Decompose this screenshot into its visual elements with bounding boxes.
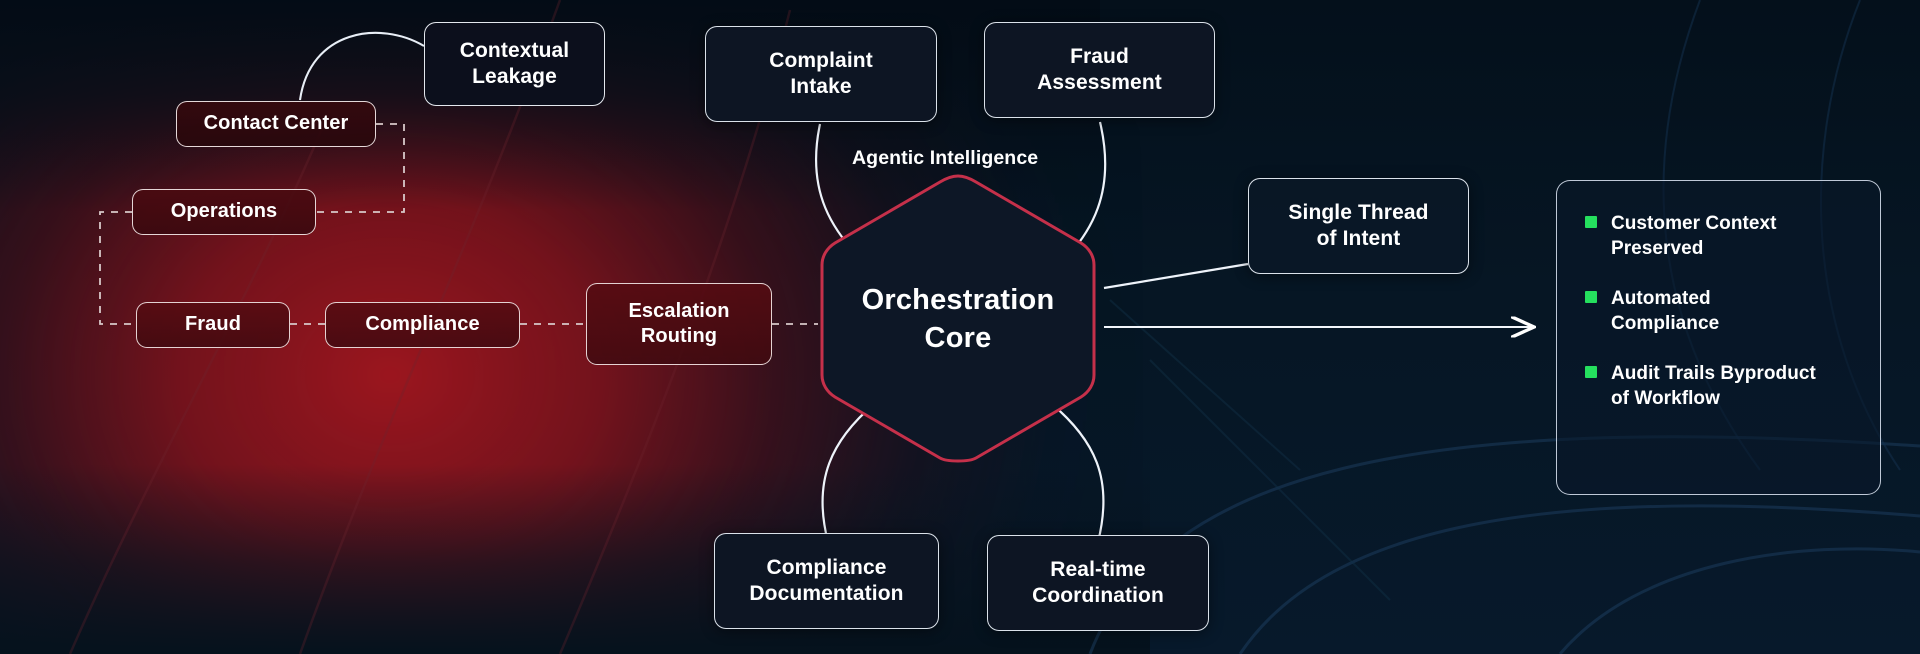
node-escalation-routing[interactable]: Escalation Routing <box>586 283 772 365</box>
outcomes-panel[interactable]: Customer Context Preserved Automated Com… <box>1556 180 1881 495</box>
outcome-line2: Compliance <box>1611 313 1720 335</box>
node-label: Compliance <box>365 313 480 336</box>
node-fraud[interactable]: Fraud <box>136 302 290 348</box>
node-label-line1: Complaint <box>769 48 873 72</box>
node-contact-center[interactable]: Contact Center <box>176 101 376 147</box>
node-label-line1: Escalation <box>628 299 730 322</box>
node-label-line2: Assessment <box>1037 71 1162 94</box>
node-label-line2: of Intent <box>1316 227 1401 250</box>
node-label-line2: Coordination <box>1032 584 1164 607</box>
outcome-text: Customer Context Preserved <box>1611 211 1776 261</box>
node-label: Fraud <box>184 313 242 336</box>
outcome-text: Automated Compliance <box>1611 286 1719 336</box>
outcome-line1: Customer Context <box>1611 213 1777 234</box>
node-label-line2: Intake <box>790 75 852 98</box>
core-label-line1: Orchestration <box>861 284 1055 317</box>
node-label-line2: Leakage <box>472 65 557 88</box>
outcome-line2: Preserved <box>1611 238 1704 260</box>
core-label-line2: Core <box>924 322 992 354</box>
outcome-line1: Automated <box>1611 288 1711 310</box>
node-label-line1: Fraud <box>1070 44 1129 68</box>
node-label-line1: Single Thread <box>1288 200 1429 224</box>
node-operations[interactable]: Operations <box>132 189 316 235</box>
core-label: Orchestration Core <box>862 282 1055 357</box>
node-label-line2: Documentation <box>749 582 904 605</box>
node-compliance-documentation[interactable]: Compliance Documentation <box>714 533 939 629</box>
bullet-square-icon <box>1585 291 1597 304</box>
bullet-square-icon <box>1585 366 1597 379</box>
node-contextual-leakage[interactable]: Contextual Leakage <box>424 22 605 106</box>
node-compliance[interactable]: Compliance <box>325 302 520 348</box>
outcome-item: Automated Compliance <box>1585 286 1854 336</box>
outcome-item: Customer Context Preserved <box>1585 211 1854 261</box>
node-single-thread-of-intent[interactable]: Single Thread of Intent <box>1248 178 1469 274</box>
node-realtime-coordination[interactable]: Real-time Coordination <box>987 535 1209 631</box>
orchestration-core-node[interactable]: Orchestration Core <box>813 170 1103 470</box>
outcome-item: Audit Trails Byproduct of Workflow <box>1585 361 1854 411</box>
node-label: Operations <box>170 200 278 223</box>
node-label: Contact Center <box>203 112 349 135</box>
bullet-square-icon <box>1585 216 1597 228</box>
agentic-intelligence-caption: Agentic Intelligence <box>852 147 1039 169</box>
background-bottom-fade <box>0 464 1150 654</box>
node-complaint-intake[interactable]: Complaint Intake <box>705 26 937 122</box>
node-label-line2: Routing <box>640 325 718 347</box>
node-label-line1: Compliance <box>766 555 887 579</box>
node-label-line1: Real-time <box>1050 557 1146 581</box>
node-fraud-assessment[interactable]: Fraud Assessment <box>984 22 1215 118</box>
outcome-text: Audit Trails Byproduct of Workflow <box>1611 361 1816 411</box>
node-label-line1: Contextual <box>459 38 570 62</box>
outcome-line1: Audit Trails Byproduct <box>1611 363 1816 385</box>
outcome-line2: of Workflow <box>1611 388 1720 410</box>
